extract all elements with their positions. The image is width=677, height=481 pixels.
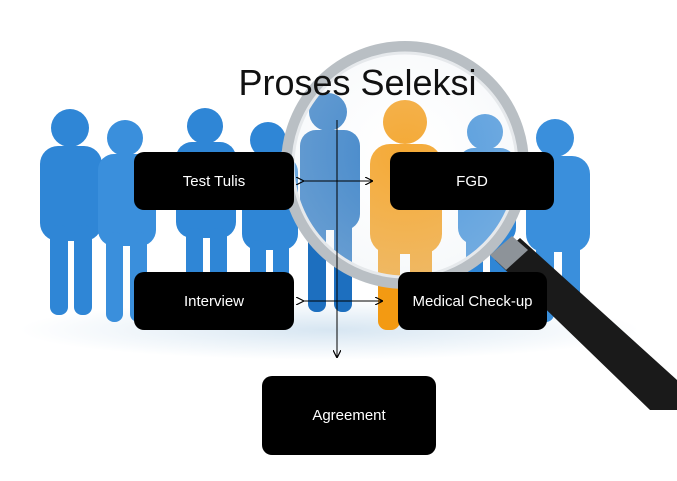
step-fgd: FGD: [390, 152, 554, 210]
step-interview: Interview: [134, 272, 294, 330]
person-icon: [40, 109, 102, 315]
diagram-title: Proses Seleksi: [238, 62, 477, 103]
step-medical-check-up: Medical Check-up: [398, 272, 547, 330]
step-test-tulis: Test Tulis: [134, 152, 294, 210]
step-agreement: Agreement: [262, 376, 436, 455]
